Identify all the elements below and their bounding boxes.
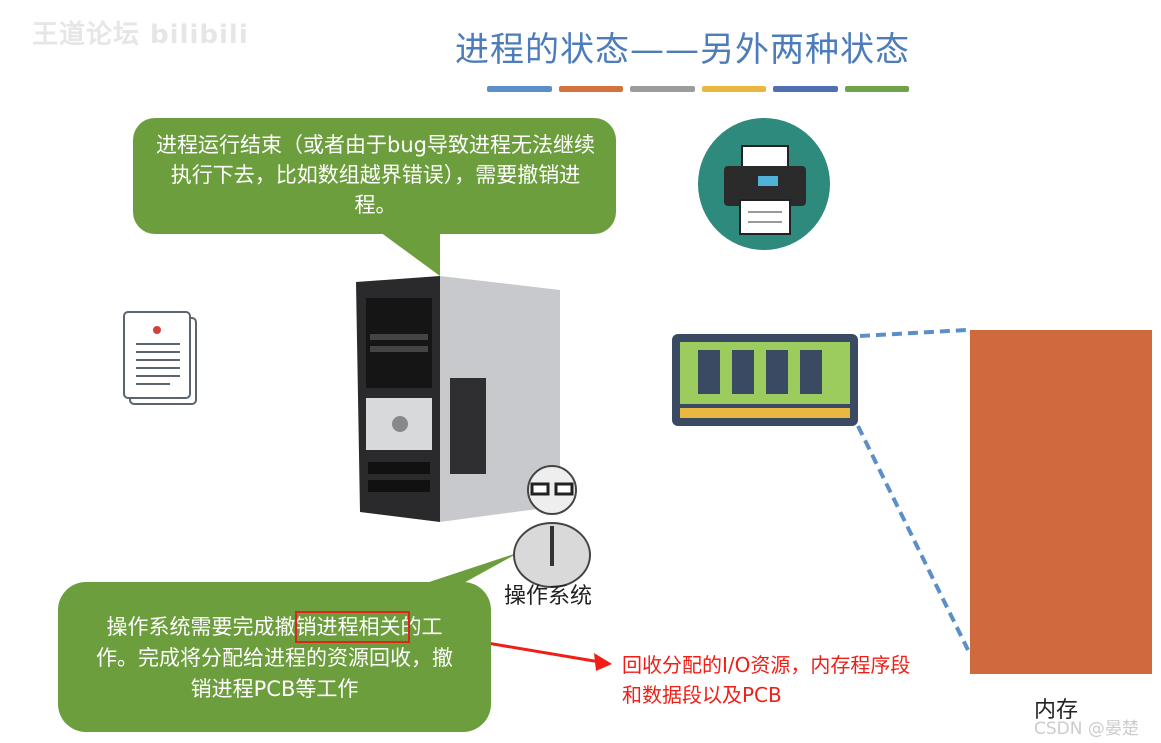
color-bar: [773, 86, 838, 92]
red-annotation-line1: 回收分配的I/O资源，内存程序段: [622, 653, 911, 677]
dashed-line-bottom: [856, 425, 970, 651]
slide-title: 进程的状态——另外两种状态: [455, 30, 910, 70]
computer-tower-icon: [356, 276, 560, 522]
speech-bubble-top: 进程运行结束（或者由于bug导致进程无法继续执行下去，比如数组越界错误），需要撤…: [133, 118, 616, 234]
color-bar: [844, 86, 909, 92]
red-annotation-line2: 和数据段以及PCB: [622, 683, 782, 707]
color-bar: [630, 86, 695, 92]
memory-block: [970, 330, 1152, 674]
color-bar: [701, 86, 766, 92]
red-annotation: 回收分配的I/O资源，内存程序段 和数据段以及PCB: [622, 650, 910, 710]
watermark-bottom-right: CSDN @晏楚: [1034, 719, 1139, 739]
color-bar: [487, 86, 552, 92]
bottom-bubble-tail: [420, 552, 520, 585]
speech-bubble-bottom: 操作系统需要完成撤销进程相关的工作。完成将分配给进程的资源回收，撤销进程PCB等…: [58, 582, 491, 732]
title-color-bars: [487, 86, 909, 92]
printer-icon: [698, 118, 830, 250]
top-bubble-tail: [380, 232, 440, 276]
memory-label: 内存: [1034, 698, 1079, 723]
ram-stick-icon: [672, 334, 858, 426]
watermark-top-left: 王道论坛 bilibili: [32, 20, 249, 50]
color-bar: [558, 86, 623, 92]
os-person-icon: [513, 465, 591, 588]
highlight-box: [295, 611, 410, 643]
annotation-arrowhead: [594, 653, 612, 671]
document-icon: [123, 311, 197, 405]
os-label: 操作系统: [504, 584, 593, 609]
dashed-line-top: [859, 328, 967, 338]
